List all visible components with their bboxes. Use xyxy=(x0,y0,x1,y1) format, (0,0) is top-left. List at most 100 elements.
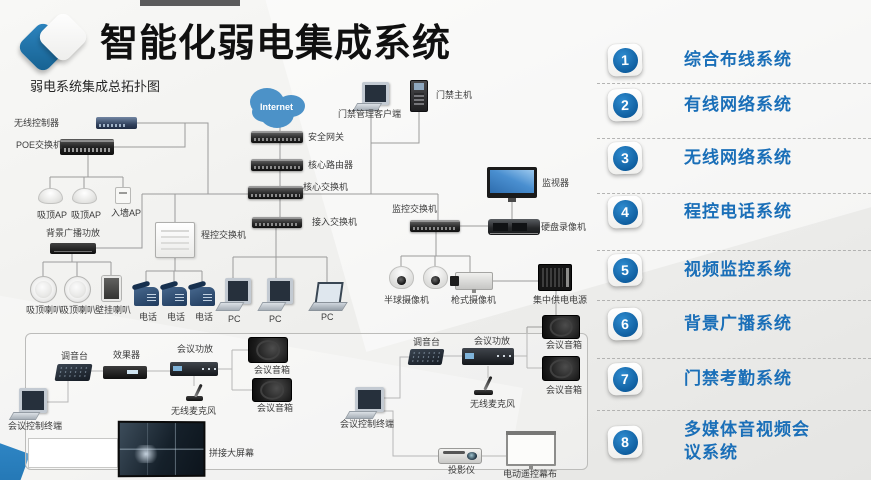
wireless-mic-left-label: 无线麦克风 xyxy=(171,406,217,416)
telephone-1-label: 电话 xyxy=(139,312,158,322)
system-list-item-2: 2 有线网络系统 xyxy=(600,85,870,125)
telephone-2-label: 电话 xyxy=(167,312,186,322)
video-wall-icon xyxy=(117,420,206,478)
surveillance-switch-icon xyxy=(410,220,460,232)
top-edge-artifact xyxy=(140,0,240,6)
telephone-3-label: 电话 xyxy=(195,312,214,322)
badge-number: 7 xyxy=(612,366,638,392)
conference-terminal-left-label: 会议控制终端 xyxy=(8,421,63,431)
wall-ap-icon xyxy=(115,187,131,204)
conference-speaker-1-icon xyxy=(248,337,288,363)
conference-speaker-3-label: 会议音箱 xyxy=(546,340,583,350)
conference-speaker-2-icon xyxy=(252,378,292,402)
access-switch-icon xyxy=(252,217,302,228)
system-list-item-6: 6 背景广播系统 xyxy=(600,304,870,344)
system-list-item-5: 5 视频监控系统 xyxy=(600,250,870,290)
dvr-recorder-label: 硬盘录像机 xyxy=(541,222,587,232)
projector-icon xyxy=(438,448,482,464)
central-power-supply-icon xyxy=(538,264,572,291)
telephone-2-icon xyxy=(162,287,187,306)
list-separator xyxy=(597,410,871,411)
system-list-label: 视频监控系统 xyxy=(684,259,792,279)
system-list-item-1: 1 综合布线系统 xyxy=(600,40,870,80)
ceiling-speaker-2-label: 吸顶喇叭 xyxy=(60,305,97,315)
broadcast-amplifier-icon xyxy=(50,243,96,254)
system-list-item-4: 4 程控电话系统 xyxy=(600,192,870,232)
number-badge: 2 xyxy=(607,88,643,122)
chevron-left-icon xyxy=(16,10,90,76)
pbx-switch-label: 程控交换机 xyxy=(201,230,247,240)
ceiling-speaker-2-icon xyxy=(64,276,91,303)
pc-1-icon xyxy=(218,278,251,311)
system-list-item-8: 8 多媒体音视频会议系统 xyxy=(600,414,870,470)
conference-amp-left-label: 会议功放 xyxy=(177,344,214,354)
projector-label: 投影仪 xyxy=(448,465,476,475)
access-control-host-label: 门禁主机 xyxy=(436,90,473,100)
number-badge: 6 xyxy=(607,307,643,341)
number-badge: 1 xyxy=(607,43,643,77)
internet-cloud-label: Internet xyxy=(260,102,294,112)
system-list-label: 综合布线系统 xyxy=(684,49,792,69)
core-switch-icon xyxy=(248,186,303,199)
wireless-controller-label: 无线控制器 xyxy=(14,118,60,128)
internet-cloud-icon xyxy=(246,88,312,126)
wireless-mic-right-icon xyxy=(472,378,495,395)
pc-laptop-icon xyxy=(310,282,345,311)
dome-camera-1-icon xyxy=(389,266,414,289)
wire xyxy=(137,122,209,194)
access-control-client-label: 门禁管理客户端 xyxy=(338,109,402,119)
system-list-label: 程控电话系统 xyxy=(684,201,792,221)
conference-speaker-4-label: 会议音箱 xyxy=(546,385,583,395)
dome-camera-2-icon xyxy=(423,266,448,289)
access-control-host-icon xyxy=(410,80,428,112)
motor-screen-label: 电动遥控幕布 xyxy=(503,469,558,479)
wireless-controller-icon xyxy=(96,117,137,129)
ceiling-ap-2-label: 吸顶AP xyxy=(71,210,102,220)
broadcast-amplifier-label: 背景广播功放 xyxy=(46,228,101,238)
number-badge: 7 xyxy=(607,362,643,396)
surveillance-switch-label: 监控交换机 xyxy=(392,204,438,214)
list-separator xyxy=(597,83,871,84)
dome-camera-1-label: 半球摄像机 xyxy=(384,295,430,305)
core-router-icon xyxy=(251,159,303,171)
video-wall-label: 拼接大屏幕 xyxy=(209,448,255,458)
number-badge: 4 xyxy=(607,195,643,229)
telephone-1-icon xyxy=(134,287,159,306)
pbx-switch-icon xyxy=(155,222,195,258)
page-subtitle: 弱电系统集成总拓扑图 xyxy=(30,79,161,94)
effects-unit-icon xyxy=(103,366,147,379)
poe-switch-label: POE交换机 xyxy=(16,140,63,150)
effects-unit-label: 效果器 xyxy=(113,350,141,360)
list-separator xyxy=(597,250,871,251)
box-camera-label: 枪式摄像机 xyxy=(451,295,497,305)
number-badge: 8 xyxy=(607,425,643,459)
wall-ap-label: 入墙AP xyxy=(111,208,142,218)
system-list-label: 多媒体音视频会议系统 xyxy=(684,420,810,462)
badge-number: 5 xyxy=(612,257,638,283)
list-separator xyxy=(597,193,871,194)
list-separator xyxy=(597,300,871,301)
pc-laptop-label: PC xyxy=(321,312,334,322)
dvr-recorder-icon xyxy=(488,219,540,235)
conference-speaker-4-icon xyxy=(542,356,580,381)
access-switch-label: 接入交换机 xyxy=(312,217,358,227)
telephone-3-icon xyxy=(190,287,215,306)
monitor-display-label: 监视器 xyxy=(542,178,570,188)
conference-terminal-left-icon xyxy=(11,388,48,420)
system-list-label: 有线网络系统 xyxy=(684,94,792,114)
page-title: 智能化弱电集成系统 xyxy=(100,23,452,65)
wireless-mic-right-label: 无线麦克风 xyxy=(470,399,516,409)
badge-number: 1 xyxy=(612,47,638,73)
pc-1-label: PC xyxy=(228,314,241,324)
mixer-left-label: 调音台 xyxy=(61,351,89,361)
ceiling-speaker-1-icon xyxy=(30,276,57,303)
badge-number: 6 xyxy=(612,311,638,337)
mixer-left-icon xyxy=(54,364,93,381)
motor-screen-icon xyxy=(506,431,556,469)
wireless-mic-left-icon xyxy=(184,386,205,401)
number-badge: 3 xyxy=(607,141,643,175)
conference-terminal-right-label: 会议控制终端 xyxy=(340,419,395,429)
system-list-label: 背景广播系统 xyxy=(684,313,792,333)
